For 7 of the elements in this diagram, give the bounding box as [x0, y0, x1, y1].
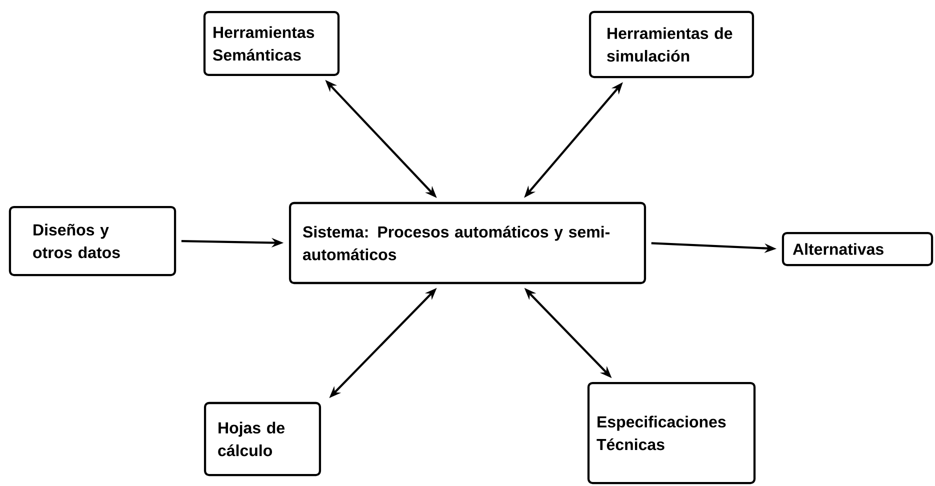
process-box: Sistema: Procesos automáticos y semi-automáticos [288, 202, 646, 284]
process-box: Hojas de cálculo [204, 402, 322, 476]
process-box: Alternativas [782, 232, 934, 266]
process-box: Herramientas de simulación [588, 10, 754, 78]
process-box: Diseños y otros datos [8, 206, 176, 276]
process-box: Especificaciones Técnicas [587, 382, 756, 484]
process-box: Herramientas Semánticas [203, 10, 340, 76]
